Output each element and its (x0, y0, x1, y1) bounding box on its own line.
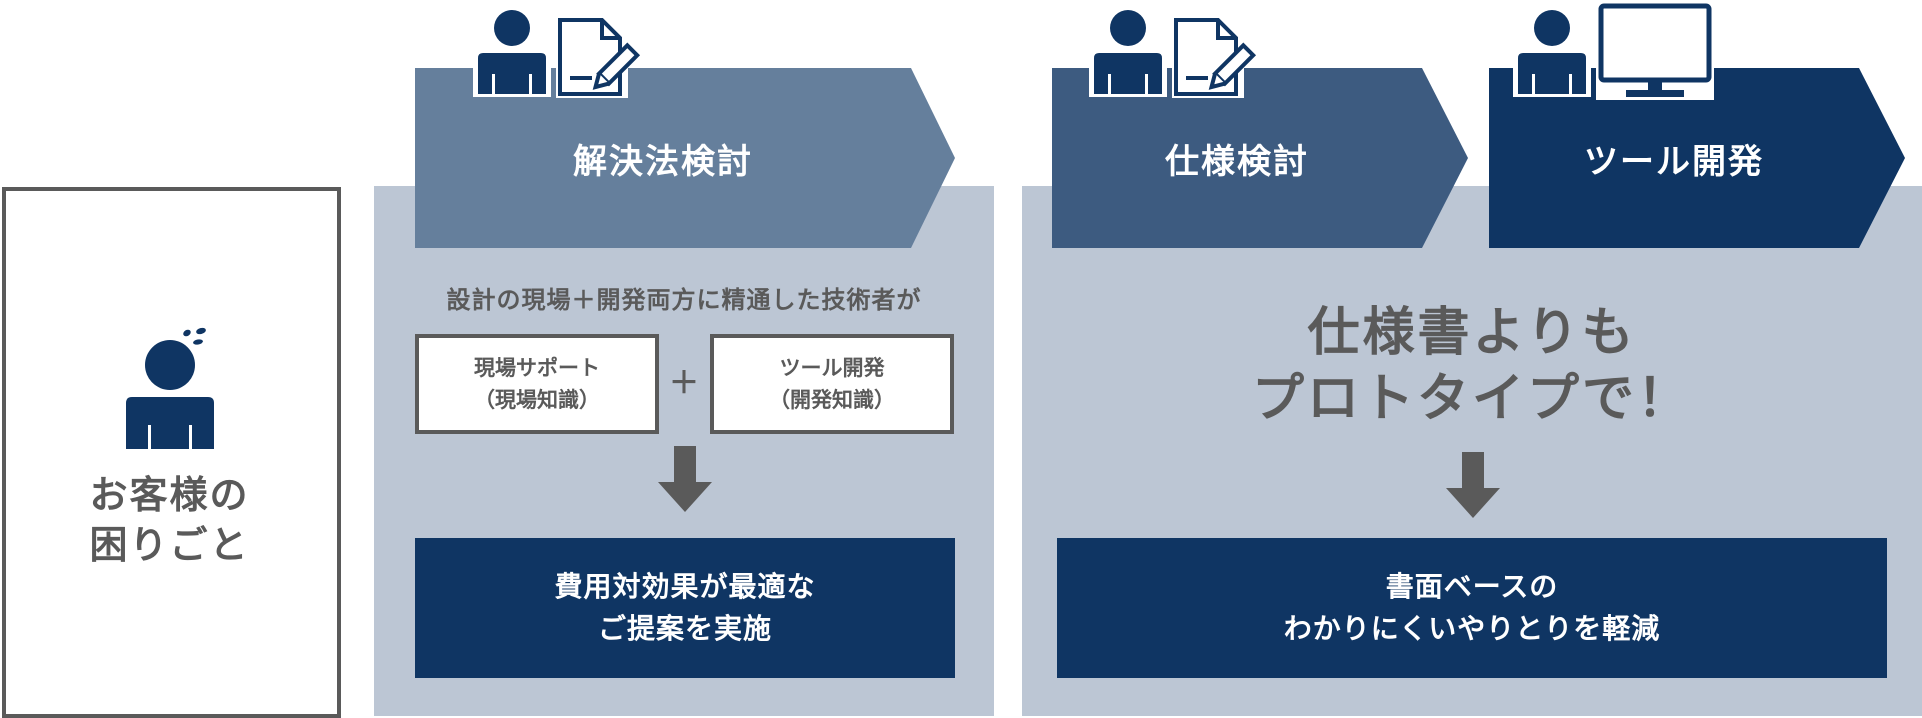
step-label: 仕様検討 (1165, 141, 1309, 182)
engineer-description: 設計の現場＋開発両方に精通した技術者が (446, 286, 922, 314)
document-pen-icon (556, 16, 641, 98)
prototype-headline: 仕様書よりも プロトタイプで！ (1251, 303, 1692, 429)
plus-sign: ＋ (669, 366, 699, 401)
prototype-result: 書面ベースの わかりにくいやりとりを軽減 (1057, 538, 1887, 678)
solution-result: 費用対効果が最適な ご提案を実施 (415, 538, 955, 678)
customer-box (2, 187, 341, 718)
step-dev-chevron: ツール開発 (1489, 68, 1905, 248)
customer-label: お客様の 困りごと (89, 473, 250, 567)
arrow-down-icon (1446, 452, 1500, 518)
arrow-down-icon (658, 446, 712, 512)
step-label: ツール開発 (1584, 141, 1764, 182)
skill-tool-development: ツール開発 （開発知識） (710, 334, 954, 434)
document-pen-icon (1172, 16, 1257, 98)
person-icon (473, 7, 551, 97)
step-label: 解決法検討 (573, 141, 753, 182)
skill-field-support: 現場サポート （現場知識） (415, 334, 659, 434)
person-icon (1089, 7, 1167, 97)
step-spec-chevron: 仕様検討 (1052, 68, 1468, 248)
monitor-icon (1596, 2, 1714, 100)
step-solution-chevron: 解決法検討 (415, 68, 955, 248)
person-icon (1513, 7, 1591, 97)
troubled-person-icon (126, 327, 214, 449)
